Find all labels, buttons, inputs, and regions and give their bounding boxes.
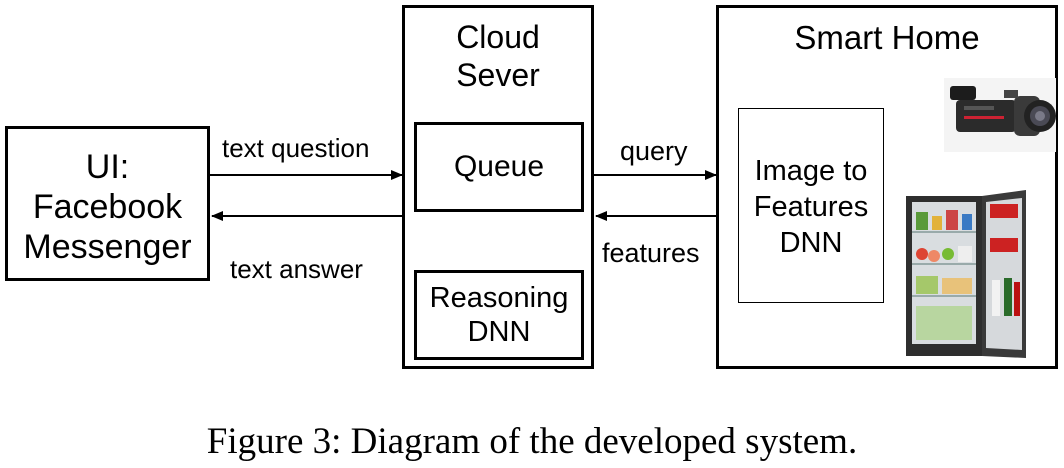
queue-box: Queue — [414, 122, 584, 212]
text-question-label: text question — [222, 133, 370, 163]
cloud-title-line-2: Sever — [456, 57, 540, 93]
refrigerator-image — [904, 188, 1028, 364]
figure-caption: Figure 3: Diagram of the developed syste… — [206, 421, 858, 462]
ui-label-line-3: Messenger — [23, 228, 192, 266]
video-camera-image — [944, 78, 1056, 152]
reasoning-dnn-box: Reasoning DNN — [414, 270, 584, 360]
reasoning-line-1: Reasoning — [429, 282, 569, 314]
smart-home-title: Smart Home — [794, 19, 980, 56]
ui-label-line-2: Facebook — [32, 188, 183, 226]
queue-label: Queue — [453, 150, 545, 183]
ui-facebook-messenger-box: UI: Facebook Messenger — [5, 126, 210, 281]
cloud-server-title: Cloud Sever — [405, 18, 591, 94]
itf-line-3: DNN — [779, 227, 843, 259]
features-label: features — [602, 238, 700, 268]
itf-line-2: Features — [753, 191, 869, 223]
image-to-features-label: Image to Features DNN — [739, 153, 883, 261]
text-answer-label: text answer — [230, 254, 363, 284]
reasoning-dnn-label: Reasoning DNN — [417, 281, 581, 349]
reasoning-line-2: DNN — [467, 316, 531, 348]
ui-label-line-1: UI: — [85, 148, 130, 186]
cloud-title-line-1: Cloud — [456, 19, 540, 55]
query-label: query — [620, 136, 688, 166]
ui-box-label: UI: Facebook Messenger — [8, 147, 207, 267]
itf-line-1: Image to — [754, 155, 868, 187]
image-to-features-dnn-box: Image to Features DNN — [738, 108, 884, 303]
